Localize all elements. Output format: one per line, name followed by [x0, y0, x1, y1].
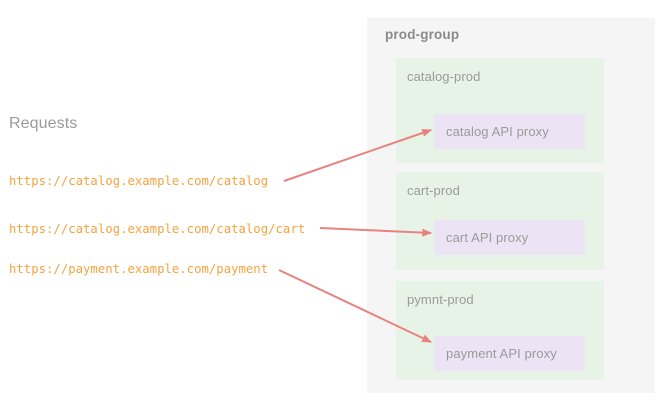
environment-label: cart-prod: [407, 183, 460, 198]
prod-group-title: prod-group: [385, 27, 460, 42]
prod-group-panel: prod-group catalog-prod catalog API prox…: [367, 18, 655, 393]
environment-box-catalog-prod: catalog-prod catalog API proxy: [396, 58, 604, 163]
environment-label: pymnt-prod: [407, 292, 474, 307]
api-proxy-box[interactable]: cart API proxy: [434, 220, 585, 255]
environment-label: catalog-prod: [407, 69, 481, 84]
environment-box-pymnt-prod: pymnt-prod payment API proxy: [396, 281, 604, 380]
api-proxy-label: cart API proxy: [446, 230, 529, 245]
api-proxy-box[interactable]: payment API proxy: [434, 336, 585, 371]
request-url: https://payment.example.com/payment: [9, 262, 269, 276]
request-url: https://catalog.example.com/catalog/cart: [9, 222, 306, 236]
api-proxy-label: payment API proxy: [446, 346, 557, 361]
api-proxy-label: catalog API proxy: [446, 124, 549, 139]
request-url: https://catalog.example.com/catalog: [9, 174, 269, 188]
environment-box-cart-prod: cart-prod cart API proxy: [396, 172, 604, 270]
requests-heading: Requests: [9, 115, 78, 132]
api-proxy-box[interactable]: catalog API proxy: [434, 114, 585, 149]
